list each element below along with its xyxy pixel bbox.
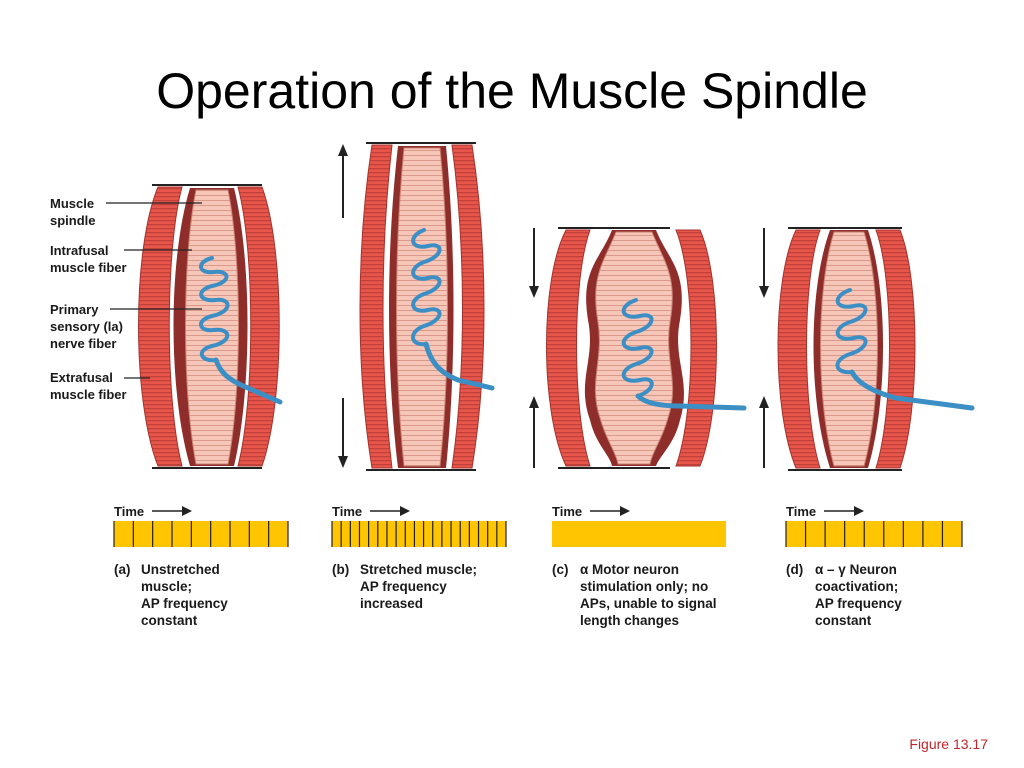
panel-c-illustration — [529, 227, 747, 469]
caption-a: (a) Unstretched muscle; AP frequency con… — [114, 562, 228, 628]
caption-d: (d) α – γ Neuron coactivation; AP freque… — [786, 562, 902, 628]
label-primary-sensory-2: sensory (la) — [50, 319, 123, 334]
ap-bar-a — [113, 521, 289, 547]
caption-b-line-3: increased — [360, 596, 423, 611]
label-primary-sensory-1: Primary — [50, 302, 99, 317]
caption-d-line-1: α – γ Neuron — [815, 562, 897, 577]
time-label-b: Time — [332, 504, 362, 519]
time-label-c: Time — [552, 504, 582, 519]
ap-bar-background-a — [114, 521, 288, 547]
structure-labels: Muscle spindle Intrafusal muscle fiber P… — [50, 196, 202, 402]
label-primary-sensory-3: nerve fiber — [50, 336, 116, 351]
nerve-fiber — [213, 357, 283, 405]
extrafusal-fiber-left — [138, 186, 183, 467]
caption-c-line-1: α Motor neuron — [580, 562, 679, 577]
caption-d-line-2: coactivation; — [815, 579, 898, 594]
time-axes: Time Time Time Time — [114, 504, 864, 519]
caption-d-letter: (d) — [786, 562, 803, 577]
ap-bar-background-b — [332, 521, 506, 547]
panel-b-illustration — [338, 142, 495, 471]
caption-c: (c) α Motor neuron stimulation only; no … — [552, 562, 717, 628]
caption-b: (b) Stretched muscle; AP frequency incre… — [332, 562, 477, 611]
caption-a-line-3: AP frequency — [141, 596, 228, 611]
ap-bar-b — [331, 521, 507, 547]
label-extrafusal-2: muscle fiber — [50, 387, 127, 402]
caption-a-line-4: constant — [141, 613, 198, 628]
caption-b-line-2: AP frequency — [360, 579, 447, 594]
caption-a-line-2: muscle; — [141, 579, 192, 594]
label-muscle-spindle-2: spindle — [50, 213, 96, 228]
ap-bar-background-c — [552, 521, 726, 547]
figure-reference: Figure 13.17 — [909, 736, 988, 752]
caption-d-line-4: constant — [815, 613, 872, 628]
ap-bar-c — [552, 521, 726, 547]
panel-d-illustration — [759, 227, 975, 471]
label-intrafusal-2: muscle fiber — [50, 260, 127, 275]
time-label-d: Time — [786, 504, 816, 519]
caption-a-letter: (a) — [114, 562, 131, 577]
nerve-coil — [199, 256, 230, 363]
caption-b-letter: (b) — [332, 562, 349, 577]
ap-bar-d — [785, 521, 963, 547]
ap-bar-background-d — [786, 521, 962, 547]
caption-c-line-4: length changes — [580, 613, 679, 628]
slide-title: Operation of the Muscle Spindle — [156, 63, 868, 119]
panel-a-illustration — [138, 184, 283, 469]
intrafusal-fiber — [185, 189, 239, 465]
caption-d-line-3: AP frequency — [815, 596, 902, 611]
label-muscle-spindle-1: Muscle — [50, 196, 94, 211]
label-extrafusal-1: Extrafusal — [50, 370, 113, 385]
caption-c-line-3: APs, unable to signal — [580, 596, 717, 611]
label-intrafusal-1: Intrafusal — [50, 243, 109, 258]
caption-b-line-1: Stretched muscle; — [360, 562, 477, 577]
time-label-a: Time — [114, 504, 144, 519]
caption-c-line-2: stimulation only; no — [580, 579, 708, 594]
caption-a-line-1: Unstretched — [141, 562, 220, 577]
caption-c-letter: (c) — [552, 562, 569, 577]
